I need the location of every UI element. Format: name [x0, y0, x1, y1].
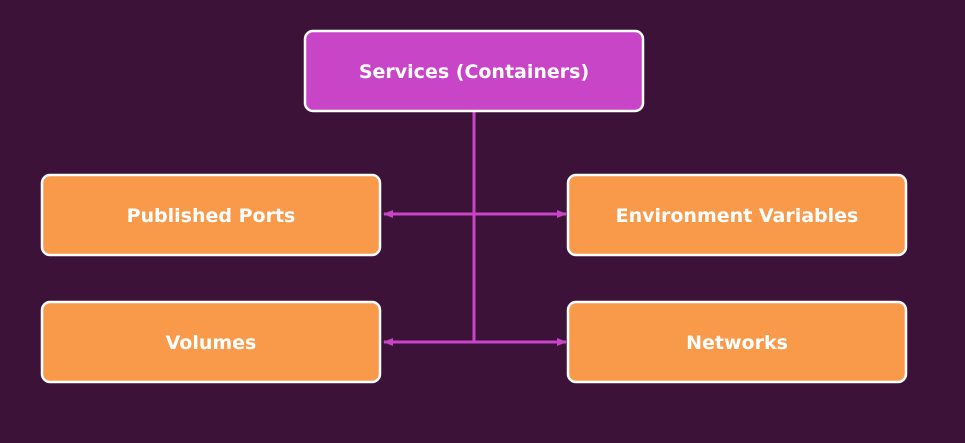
node-published-ports: Published Ports	[40, 173, 382, 257]
node-volumes-box	[40, 300, 382, 384]
node-environment-variables-box	[566, 173, 908, 257]
node-published-ports-box	[40, 173, 382, 257]
node-services-containers-label: Services (Containers)	[359, 61, 589, 83]
connectors	[383, 111, 567, 346]
node-services-containers: Services (Containers)	[303, 29, 645, 113]
node-published-ports-label: Published Ports	[127, 205, 296, 227]
node-volumes-label: Volumes	[166, 332, 257, 354]
node-services-containers-box	[303, 29, 645, 113]
node-environment-variables-label: Environment Variables	[616, 205, 859, 227]
node-volumes: Volumes	[40, 300, 382, 384]
node-networks: Networks	[566, 300, 908, 384]
node-environment-variables: Environment Variables	[566, 173, 908, 257]
node-networks-label: Networks	[686, 332, 788, 354]
node-networks-box	[566, 300, 908, 384]
